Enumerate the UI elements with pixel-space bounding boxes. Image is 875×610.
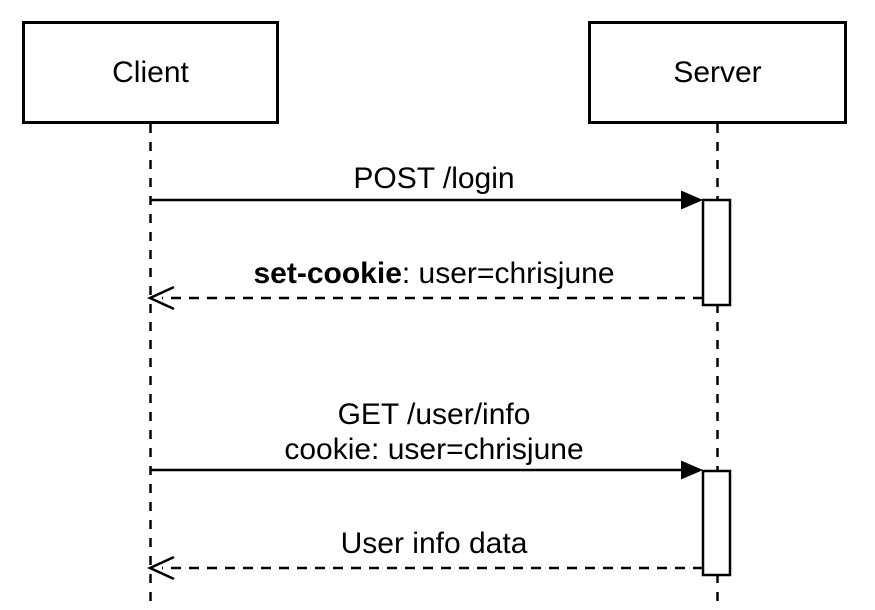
message-label-set-cookie: set-cookie: user=chrisjune [150,256,718,291]
filled-arrowhead-icon-2 [681,460,703,480]
actor-box-client: Client [22,21,279,124]
message-label-user-info-data: User info data [340,527,528,560]
message-label-post-login: POST /login [353,162,515,195]
message-label-set-cookie-rest: : user=chrisjune [401,257,615,290]
message-label-get-user-info-line1: GET /user/info [337,398,531,431]
message-label-set-cookie-bold: set-cookie [253,257,402,290]
server-activation-bar-2 [701,469,732,577]
actor-box-server: Server [588,21,847,124]
message-label-get-user-info: GET /user/info cookie: user=chrisjune [150,397,718,467]
open-arrowhead-icon-2 [146,556,175,580]
server-activation-bar-1 [701,198,732,307]
actor-label-server: Server [673,56,762,89]
actor-label-client: Client [112,56,189,89]
open-arrowhead-icon-1 [146,286,175,310]
message-label-get-user-info-line2: cookie: user=chrisjune [284,433,584,466]
filled-arrowhead-icon-1 [681,190,703,210]
